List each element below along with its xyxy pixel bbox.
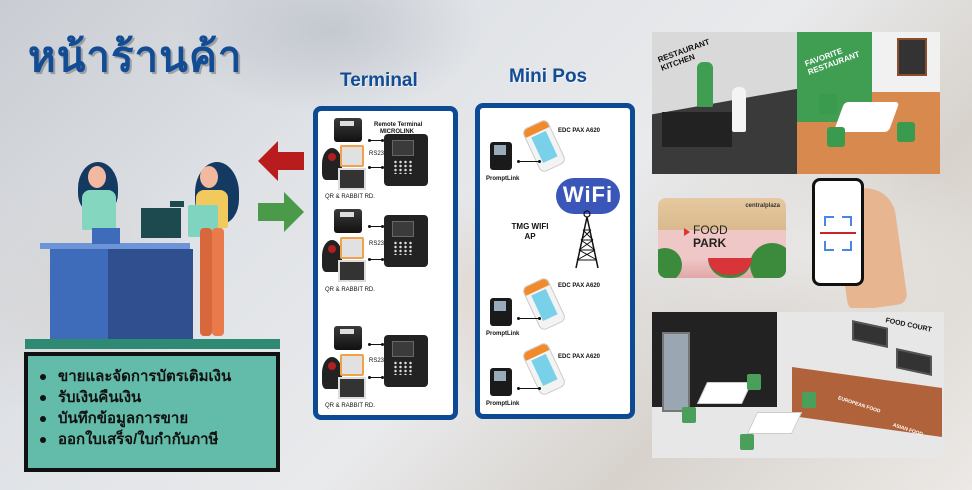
- qr-rabbit-label: QR & RABBIT RD.: [325, 403, 375, 409]
- connection-line: [368, 166, 384, 169]
- connection-line: [517, 160, 541, 163]
- bullet-icon: [40, 415, 46, 422]
- restaurant-kitchen-image: RESTAURANT KITCHEN: [652, 32, 797, 174]
- qr-rabbit-label: QR & RABBIT RD.: [325, 287, 375, 293]
- microlink-label: MICROLINK: [380, 129, 414, 135]
- promptlink-label: PromptLink: [486, 176, 520, 182]
- connection-line: [368, 225, 384, 228]
- feature-text: ออกใบเสร็จ/ใบกำกับภาษี: [58, 431, 219, 448]
- antenna-tower-icon: [575, 210, 599, 269]
- card-line-2: PARK: [693, 236, 727, 250]
- counter-side: [108, 249, 193, 339]
- features-list: ขายและจัดการบัตรเติมเงิน รับเงินคืนเงิน …: [24, 352, 280, 472]
- feature-text: ขายและจัดการบัตรเติมเงิน: [58, 368, 232, 385]
- promptlink-device: [490, 368, 512, 396]
- bullet-icon: [40, 373, 46, 380]
- favorite-restaurant-image: FAVORITE RESTAURANT: [797, 32, 940, 174]
- wifi-ap-label: TMG WIFI AP: [505, 222, 555, 242]
- microlink-terminal: [384, 134, 428, 186]
- connection-line: [517, 387, 541, 390]
- connection-line: [368, 376, 384, 379]
- bullet-icon: [40, 394, 46, 401]
- rs232-label: RS232: [369, 151, 388, 157]
- counter-top: [40, 243, 190, 249]
- promptlink-label: PromptLink: [486, 331, 520, 337]
- counter-base: [25, 339, 280, 349]
- cashier-illustration: [20, 130, 310, 350]
- receipt-printer: [334, 118, 362, 142]
- phone-scan-image: [800, 178, 910, 308]
- terminal-title: Terminal: [340, 70, 418, 91]
- microlink-terminal: [384, 335, 428, 387]
- feature-item: รับเงินคืนเงิน: [40, 387, 276, 408]
- barcode-scanner: [322, 240, 342, 272]
- connection-line: [368, 258, 384, 261]
- rabbit-card-reader: [340, 354, 364, 376]
- qr-reader: [338, 260, 366, 282]
- rabbit-card-reader: [340, 237, 364, 259]
- receipt-printer: [334, 326, 362, 350]
- connection-line: [368, 139, 384, 142]
- counter-front: [50, 249, 108, 339]
- qr-reader: [338, 377, 366, 399]
- qr-reader: [338, 168, 366, 190]
- minipos-title: Mini Pos: [509, 66, 588, 87]
- card-brand: centralplaza: [745, 203, 780, 209]
- food-park-card-image: centralplaza FOOD PARK: [658, 198, 786, 278]
- arrow-left-icon: [258, 141, 304, 181]
- promptlink-label: PromptLink: [486, 401, 520, 407]
- promptlink-device: [490, 298, 512, 326]
- feature-text: บันทึกข้อมูลการขาย: [58, 410, 189, 427]
- feature-item: ออกใบเสร็จ/ใบกำกับภาษี: [40, 429, 276, 450]
- remote-terminal-label: Remote Terminal: [374, 122, 423, 128]
- page-title: หน้าร้านค้า: [28, 33, 243, 80]
- card-line-1: FOOD: [693, 223, 728, 237]
- feature-text: รับเงินคืนเงิน: [58, 389, 142, 406]
- scan-icon: [820, 232, 856, 234]
- wifi-icon: [556, 178, 620, 214]
- connection-line: [368, 343, 384, 346]
- connection-line: [517, 317, 541, 320]
- promptlink-device: [490, 142, 512, 170]
- wifi-label: WiFi: [562, 182, 614, 207]
- food-court-title: FOOD COURT: [884, 317, 933, 334]
- barcode-scanner: [322, 357, 342, 389]
- feature-item: ขายและจัดการบัตรเติมเงิน: [40, 366, 276, 387]
- receipt-printer: [334, 209, 362, 233]
- microlink-terminal: [384, 215, 428, 267]
- qr-rabbit-label: QR & RABBIT RD.: [325, 194, 375, 200]
- edc-label: EDC PAX A620: [558, 354, 601, 360]
- bullet-icon: [40, 436, 46, 443]
- barcode-scanner: [322, 148, 342, 180]
- ap-line-2: AP: [524, 232, 536, 241]
- rs232-label: RS232: [369, 241, 388, 247]
- rabbit-card-reader: [340, 145, 364, 167]
- ap-line-1: TMG WIFI: [511, 222, 549, 231]
- edc-label: EDC PAX A620: [558, 283, 601, 289]
- edc-label: EDC PAX A620: [558, 128, 601, 134]
- arrow-right-icon: [258, 192, 304, 232]
- feature-item: บันทึกข้อมูลการขาย: [40, 408, 276, 429]
- play-icon: [684, 228, 690, 236]
- pos-monitor: [141, 208, 181, 238]
- pos-display: [170, 201, 184, 207]
- rs232-label: RS232: [369, 358, 388, 364]
- phone: [812, 178, 864, 286]
- food-court-image: FOOD COURT EUROPEAN FOOD ASIAN FOOD: [652, 312, 944, 458]
